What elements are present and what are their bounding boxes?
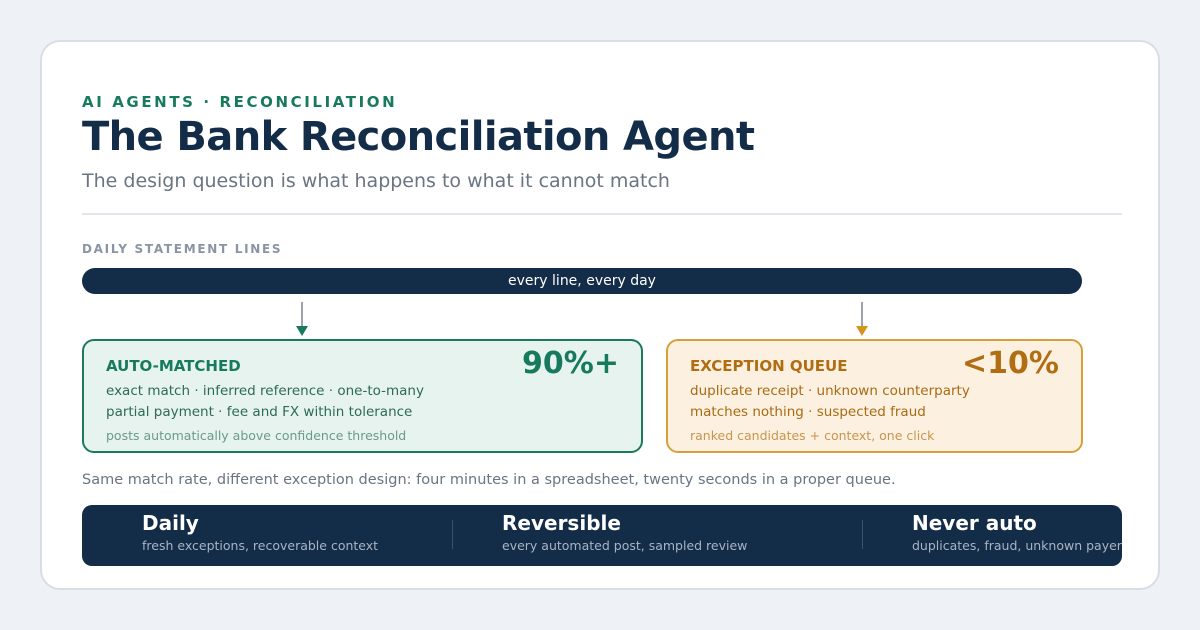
principle-daily: Daily fresh exceptions, recoverable cont… [142, 511, 378, 553]
exception-queue-line-1: duplicate receipt · unknown counterparty [690, 383, 970, 399]
eyebrow-label: AI AGENTS · RECONCILIATION [82, 93, 398, 111]
principle-subtitle: every automated post, sampled review [502, 538, 748, 553]
principle-divider [452, 520, 453, 549]
caption-text: Same match rate, different exception des… [82, 472, 896, 488]
auto-matched-note: posts automatically above confidence thr… [106, 428, 407, 443]
principle-subtitle: fresh exceptions, recoverable context [142, 538, 379, 553]
auto-matched-line-1: exact match · inferred reference · one-t… [106, 383, 424, 399]
principle-never-auto: Never auto duplicates, fraud, unknown pa… [912, 511, 1122, 553]
exception-queue-box: EXCEPTION QUEUE <10% duplicate receipt ·… [666, 339, 1083, 453]
principles-bar: Daily fresh exceptions, recoverable cont… [82, 505, 1122, 566]
section-label: DAILY STATEMENT LINES [82, 242, 283, 256]
principle-subtitle: duplicates, fraud, unknown payer [912, 538, 1122, 553]
principle-title: Reversible [502, 511, 621, 535]
auto-matched-value: 90%+ [522, 346, 619, 381]
principle-title: Never auto [912, 511, 1037, 535]
principle-title: Daily [142, 511, 199, 535]
arrow-head [856, 326, 868, 336]
arrow-head [296, 326, 308, 336]
auto-matched-box: AUTO-MATCHED 90%+ exact match · inferred… [82, 339, 643, 453]
arrow-down-icon [855, 302, 869, 338]
exception-queue-heading: EXCEPTION QUEUE [690, 357, 848, 375]
arrow-down-icon [295, 302, 309, 338]
arrow-shaft [301, 302, 303, 327]
principle-reversible: Reversible every automated post, sampled… [502, 511, 747, 553]
arrow-shaft [861, 302, 863, 327]
exception-queue-value: <10% [962, 346, 1059, 381]
exception-queue-note: ranked candidates + context, one click [690, 428, 935, 443]
auto-matched-heading: AUTO-MATCHED [106, 357, 241, 375]
auto-matched-line-2: partial payment · fee and FX within tole… [106, 404, 413, 420]
page-title: The Bank Reconciliation Agent [82, 114, 755, 160]
infographic-card: AI AGENTS · RECONCILIATION The Bank Reco… [40, 40, 1160, 590]
exception-queue-line-2: matches nothing · suspected fraud [690, 404, 926, 420]
statement-lines-bar: every line, every day [82, 268, 1082, 294]
page-subtitle: The design question is what happens to w… [82, 170, 670, 192]
header-divider [82, 213, 1122, 215]
principle-divider [862, 520, 863, 549]
